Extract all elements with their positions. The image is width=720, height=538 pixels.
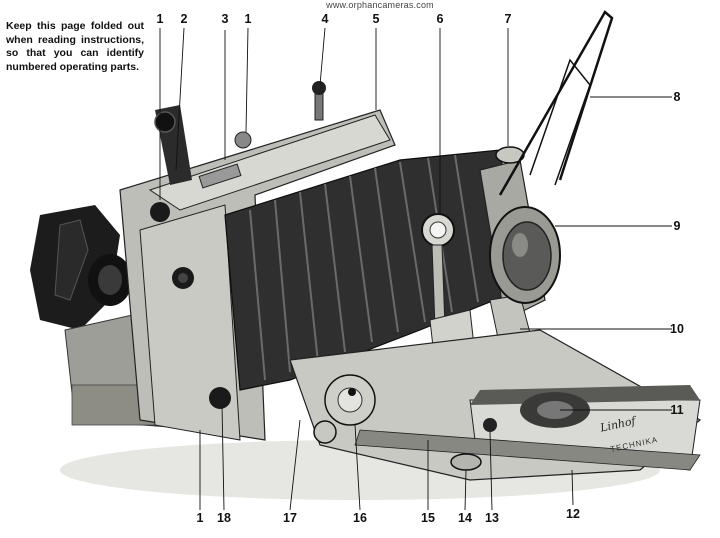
watermark: www.orphancameras.com — [326, 0, 434, 10]
focus-knob-upper — [150, 202, 170, 222]
rail-stop — [483, 418, 497, 432]
callout-label: 2 — [180, 12, 188, 26]
callout-label: 11 — [670, 403, 684, 417]
instruction-text: Keep this page folded out when reading i… — [6, 20, 144, 73]
wire-frame-finder — [498, 10, 614, 196]
callout-label: 12 — [566, 507, 580, 521]
callout-label: 1 — [156, 12, 164, 26]
callout-label: 9 — [673, 219, 681, 233]
callout-label: 1 — [244, 12, 252, 26]
callout-label: 18 — [217, 511, 231, 525]
bed-release-knob — [313, 420, 337, 444]
grip-handle — [54, 219, 89, 301]
focus-knob-lower — [209, 387, 231, 409]
callout-label: 15 — [421, 511, 435, 525]
callout-label: 16 — [353, 511, 367, 525]
bed-lock-knob — [450, 453, 482, 471]
body-top — [148, 114, 391, 211]
callout-label: 5 — [372, 12, 380, 26]
callout-label: 7 — [504, 12, 512, 26]
callout-label: 8 — [673, 90, 681, 104]
callout-label: 6 — [436, 12, 444, 26]
callout-label: 14 — [458, 511, 472, 525]
callout-label: 13 — [485, 511, 499, 525]
finder-mount — [198, 163, 242, 189]
top-knob — [234, 131, 252, 149]
leader-lines — [159, 27, 672, 511]
callout-label: 10 — [670, 322, 684, 336]
callout-label: 4 — [321, 12, 329, 26]
callout-label: 3 — [221, 12, 229, 26]
callout-label: 1 — [196, 511, 204, 525]
callout-label: 17 — [283, 511, 297, 525]
lens-glass — [502, 221, 552, 291]
body-front — [139, 204, 241, 441]
bed-track-lower — [354, 429, 701, 471]
